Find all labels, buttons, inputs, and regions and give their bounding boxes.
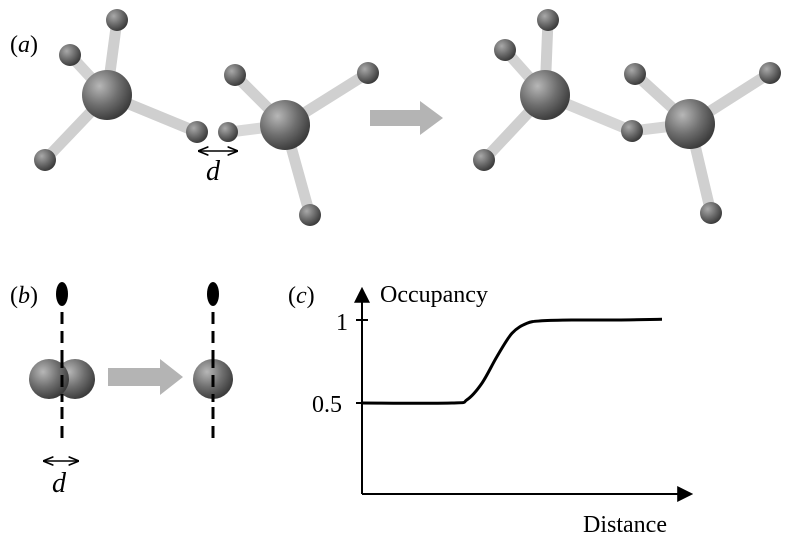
molecule-left-before bbox=[34, 9, 208, 171]
distance-indicator-a: d bbox=[199, 151, 237, 187]
occupancy-chart: Occupancy Distance 0.5 1 bbox=[312, 282, 694, 538]
panel-c-label: (c) bbox=[288, 283, 315, 309]
panel-a: (a) d bbox=[10, 9, 781, 226]
occupancy-curve bbox=[361, 317, 663, 405]
panel-a-label: (a) bbox=[10, 32, 38, 58]
merged-atom-after bbox=[193, 282, 233, 440]
distance-label-a: d bbox=[206, 156, 221, 187]
y-tick-label-0.5: 0.5 bbox=[312, 392, 342, 418]
x-axis-label: Distance bbox=[583, 512, 667, 538]
molecule-right-before bbox=[218, 62, 379, 226]
distance-indicator-b: d bbox=[44, 461, 78, 499]
transition-arrow-b bbox=[108, 359, 183, 395]
molecule-after bbox=[473, 9, 781, 224]
y-tick-label-1: 1 bbox=[336, 310, 348, 336]
split-atom-before bbox=[29, 282, 95, 440]
panel-b-label: (b) bbox=[10, 283, 38, 309]
transition-arrow-a bbox=[370, 101, 443, 135]
y-axis-label: Occupancy bbox=[380, 282, 488, 308]
distance-label-b: d bbox=[52, 468, 67, 499]
panel-c: (c) Occupancy Distance 0.5 1 bbox=[288, 282, 694, 538]
panel-b: (b) d bbox=[10, 282, 233, 499]
